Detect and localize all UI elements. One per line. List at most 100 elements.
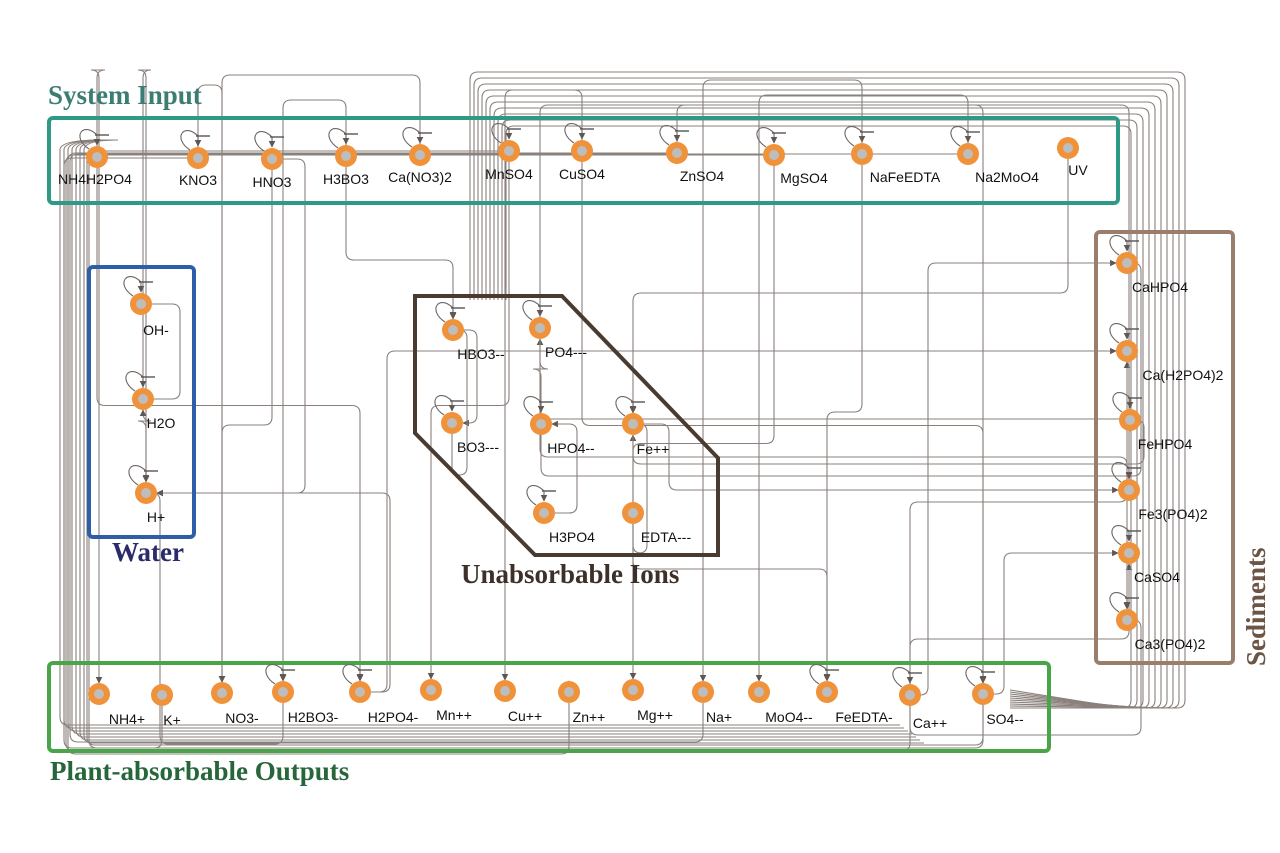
node-h[interactable]: H+ [128, 465, 165, 525]
node-bo3[interactable]: BO3--- [434, 395, 499, 455]
edge-CaNO32-to-NO3 [218, 74, 421, 683]
node-mg[interactable]: Mg++ [622, 679, 673, 723]
node-core [628, 508, 638, 518]
node-po4[interactable]: PO4--- [522, 300, 587, 360]
node-edta[interactable]: EDTA--- [622, 502, 691, 545]
node-label: BO3--- [457, 439, 499, 455]
node-mn[interactable]: Mn++ [420, 679, 472, 723]
node-fe[interactable]: Fe++ [615, 396, 669, 457]
node-label: CaHPO4 [1132, 279, 1188, 295]
node-label: Cu++ [508, 708, 542, 724]
node-cuso4[interactable]: CuSO4 [559, 123, 605, 182]
node-core [504, 146, 514, 156]
self-loop-arrow [844, 126, 866, 147]
node-hno3[interactable]: HNO3 [253, 131, 292, 190]
edge-Na2MoO4-to-MoO4 [755, 94, 969, 682]
node-na[interactable]: Na+ [692, 681, 732, 725]
node-nh4h2po4[interactable]: NH4H2PO4 [58, 129, 132, 187]
node-core [672, 148, 682, 158]
node-caso4[interactable]: CaSO4 [1111, 525, 1180, 585]
node-core [1122, 258, 1132, 268]
node-core [857, 149, 867, 159]
edge-PO4-to-Fe3PO42 [539, 104, 1133, 480]
node-label: UV [1068, 162, 1088, 178]
node-uv[interactable]: UV [1057, 137, 1088, 178]
node-core [1124, 548, 1134, 558]
node-nh4[interactable]: NH4+ [88, 683, 145, 727]
node-cu[interactable]: Cu++ [494, 680, 542, 724]
node-so4[interactable]: SO4-- [965, 666, 1024, 727]
node-cahpo4[interactable]: CaHPO4 [1109, 235, 1188, 295]
edge-H2O-to-H [137, 69, 152, 483]
node-core [628, 419, 638, 429]
node-k[interactable]: K+ [151, 684, 181, 728]
routing-wire [83, 139, 924, 744]
node-label: CaSO4 [1134, 569, 1180, 585]
node-oh[interactable]: OH- [123, 276, 169, 338]
node-label: MgSO4 [780, 170, 828, 186]
node-core [1124, 485, 1134, 495]
group-title-plant-absorbable-outputs: Plant-absorbable Outputs [50, 756, 349, 786]
self-loop-arrow [180, 130, 202, 151]
node-ca[interactable]: Ca++ [892, 667, 947, 731]
node-label: MoO4-- [765, 709, 813, 725]
edge-OH-to-H2O [131, 303, 181, 403]
node-label: ZnSO4 [680, 168, 725, 184]
node-core [822, 687, 832, 697]
node-ca3po42[interactable]: Ca3(PO4)2 [1109, 592, 1206, 652]
edge-HNO3-to-NO3 [218, 170, 273, 683]
node-h2po4[interactable]: H2PO4- [342, 664, 419, 725]
node-core [539, 508, 549, 518]
node-moo4[interactable]: MoO4-- [748, 681, 813, 725]
node-nafeedta[interactable]: NaFeEDTA [844, 126, 941, 185]
node-core [94, 689, 104, 699]
node-core [1122, 346, 1132, 356]
self-loop-arrow [522, 300, 544, 321]
node-cah2po42[interactable]: Ca(H2PO4)2 [1109, 323, 1224, 383]
node-na2moo4[interactable]: Na2MoO4 [950, 126, 1039, 185]
self-loop-arrow [328, 128, 350, 149]
node-feedta[interactable]: FeEDTA- [809, 664, 893, 725]
edge-Ca-to-Ca3PO42 [909, 616, 1142, 736]
group-box-plant-absorbable-outputs [47, 661, 1051, 753]
node-label: H2PO4- [368, 709, 419, 725]
node-h3bo3[interactable]: H3BO3 [323, 128, 369, 187]
node-cano32[interactable]: Ca(NO3)2 [388, 127, 452, 185]
self-loop-arrow [125, 371, 147, 392]
node-core [193, 153, 203, 163]
node-label: SO4-- [986, 711, 1024, 727]
edge-NH4H2PO4-to-NH4 [90, 69, 106, 684]
self-loop-arrow [965, 666, 987, 687]
node-core [355, 687, 365, 697]
node-h2o[interactable]: H2O [125, 371, 176, 431]
node-fehpo4[interactable]: FeHPO4 [1112, 392, 1193, 452]
node-core [1063, 143, 1073, 153]
node-no3[interactable]: NO3- [211, 682, 259, 726]
node-label: H+ [147, 509, 165, 525]
node-label: NaFeEDTA [870, 169, 941, 185]
node-mnso4[interactable]: MnSO4 [485, 123, 533, 182]
self-loop-arrow [342, 664, 364, 685]
edge-HBO3-to-BO3 [462, 329, 478, 427]
node-fe3po42[interactable]: Fe3(PO4)2 [1111, 462, 1208, 522]
node-core [535, 323, 545, 333]
edge-NaFeEDTA-to-FeEDTA [823, 165, 863, 682]
node-mgso4[interactable]: MgSO4 [756, 127, 828, 186]
node-h3po4[interactable]: H3PO4 [526, 485, 595, 545]
node-znso4[interactable]: ZnSO4 [659, 125, 725, 184]
node-label: FeHPO4 [1138, 436, 1193, 452]
node-zn[interactable]: Zn++ [558, 681, 605, 725]
routing-wire [489, 101, 1156, 709]
node-hpo4[interactable]: HPO4-- [523, 396, 595, 456]
node-h2bo3[interactable]: H2BO3- [265, 664, 339, 725]
edge-PO4-to-Ca3PO42 [539, 339, 1131, 610]
node-label: H2BO3- [288, 709, 339, 725]
edge-H3PO4-to-HPO4 [551, 420, 578, 514]
node-hbo3[interactable]: HBO3-- [435, 302, 505, 362]
edge-KNO3-to-K [63, 157, 187, 749]
node-kno3[interactable]: KNO3 [179, 130, 217, 188]
self-loop-arrow [402, 127, 424, 148]
node-core [698, 687, 708, 697]
